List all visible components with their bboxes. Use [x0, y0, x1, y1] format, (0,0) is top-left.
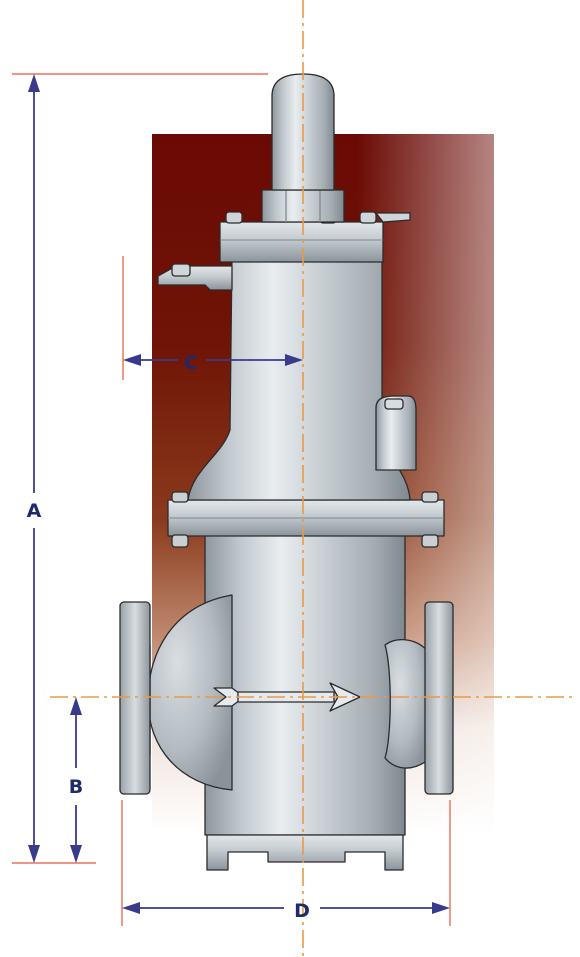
flange-bolts	[171, 491, 439, 548]
centerlines	[50, 0, 575, 957]
top-flange	[219, 221, 384, 263]
outlet-flange	[424, 601, 454, 795]
label-d: D	[294, 900, 310, 922]
dimension-labels: A B C D	[27, 352, 310, 922]
inlet-flange	[119, 601, 151, 795]
extension-lines	[12, 73, 451, 926]
pilot-boss	[375, 395, 417, 471]
label-c: C	[184, 352, 198, 374]
valve-base	[206, 834, 404, 871]
dimension-lines	[28, 74, 450, 914]
valve-illustration	[119, 73, 454, 871]
outlet-bulb	[384, 639, 429, 769]
label-a: A	[27, 500, 42, 522]
label-b: B	[69, 776, 83, 798]
lower-body	[204, 534, 406, 836]
